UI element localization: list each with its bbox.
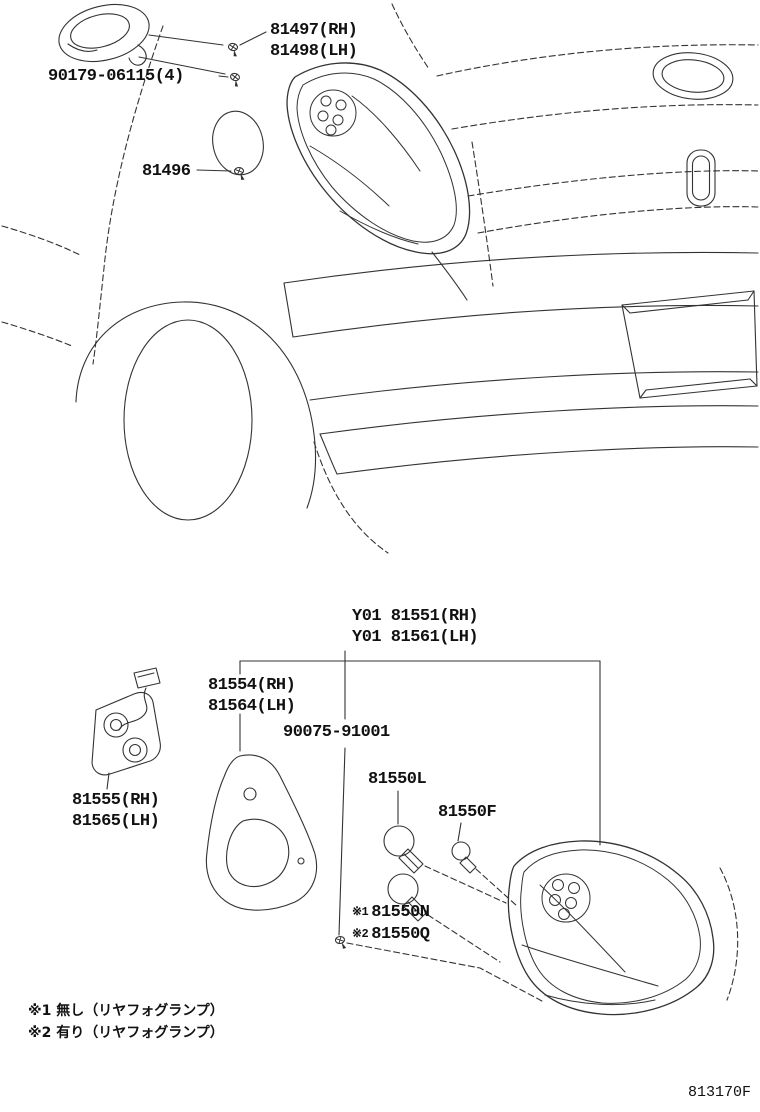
lamp-mounting-opening bbox=[212, 110, 264, 176]
part-number-81551: Y01 81551(RH) bbox=[352, 607, 479, 626]
part-number-81554: 81554(RH) bbox=[208, 676, 296, 695]
tail-lamp-assembly-installed bbox=[286, 62, 471, 255]
callout-socket: 81555(RH) 81565(LH) bbox=[72, 790, 160, 832]
part-number-81550l: 81550L bbox=[368, 770, 427, 789]
part-number-81555: 81555(RH) bbox=[72, 791, 160, 810]
callout-90179: 90179-06115(4) bbox=[48, 66, 184, 87]
emblem-oval bbox=[652, 52, 734, 100]
license-plate-recess bbox=[621, 290, 758, 399]
callout-leader-lines-top bbox=[196, 31, 267, 172]
ref-mark-1: ※1 bbox=[352, 905, 369, 919]
car-rear-view bbox=[1, 3, 759, 554]
exploded-lamp-view bbox=[91, 650, 739, 1016]
footnote-2: ※2 有り（リヤフォグランプ） bbox=[28, 1025, 224, 1041]
callout-81550l: 81550L bbox=[368, 769, 427, 790]
callout-81496: 81496 bbox=[142, 161, 191, 182]
part-number-81497: 81497(RH) bbox=[270, 21, 358, 40]
bulb-81550f-drawing bbox=[451, 841, 477, 874]
part-number-81565: 81565(LH) bbox=[72, 812, 160, 831]
socket-wire-drawing bbox=[91, 667, 161, 776]
callout-90075: 90075-91001 bbox=[283, 722, 390, 743]
part-number-81496: 81496 bbox=[142, 162, 191, 181]
assembly-guide-lines bbox=[346, 865, 739, 1002]
footnote-1: ※1 無し（リヤフォグランプ） bbox=[28, 1003, 224, 1019]
grommet-icon bbox=[233, 166, 246, 181]
wheel-arch bbox=[75, 301, 317, 521]
screw-icon bbox=[334, 935, 347, 950]
screw-icon bbox=[226, 42, 240, 58]
bulb-81550n-drawing bbox=[387, 873, 428, 922]
gasket-drawing bbox=[205, 754, 318, 911]
rear-bumper bbox=[283, 251, 759, 475]
part-number-81564: 81564(LH) bbox=[208, 697, 296, 716]
part-number-90075: 90075-91001 bbox=[283, 723, 390, 742]
ref-mark-2: ※2 bbox=[352, 927, 369, 941]
mounting-detail-oval bbox=[58, 3, 226, 75]
hatch-handle-recess bbox=[686, 149, 716, 207]
part-number-81561: Y01 81561(LH) bbox=[352, 628, 479, 647]
car-body-phantom-lines bbox=[1, 3, 759, 554]
figure-code: 813170F bbox=[688, 1084, 752, 1101]
callout-bracket-lines bbox=[106, 650, 601, 936]
callout-gasket: 81554(RH) 81564(LH) bbox=[208, 675, 296, 717]
part-number-81498: 81498(LH) bbox=[270, 42, 358, 61]
screw-icon bbox=[227, 71, 242, 88]
bulb-81550l-drawing bbox=[383, 825, 424, 874]
callout-81550f: 81550F bbox=[438, 802, 497, 823]
part-number-81550n: 81550N bbox=[371, 903, 430, 922]
part-number-81550q: 81550Q bbox=[371, 925, 430, 944]
tail-lamp-assembly-exploded bbox=[507, 840, 715, 1016]
part-number-90179: 90179-06115(4) bbox=[48, 67, 184, 86]
callout-81497-81498: 81497(RH) 81498(LH) bbox=[270, 20, 358, 62]
part-number-81550f: 81550F bbox=[438, 803, 497, 822]
callout-lamp-assy: Y01 81551(RH) Y01 81561(LH) bbox=[352, 606, 479, 648]
